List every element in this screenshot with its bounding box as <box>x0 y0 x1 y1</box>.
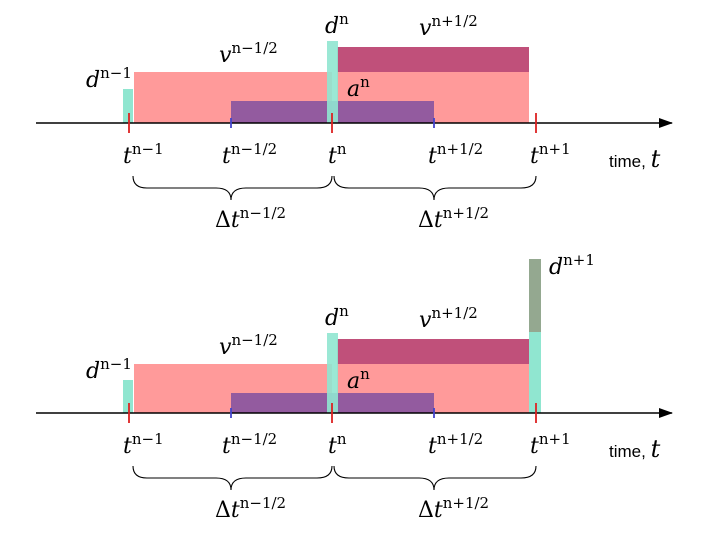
interval-label-prev: Δtn−1/2 <box>215 204 286 233</box>
label-v-prev: vn−1/2 <box>219 331 278 360</box>
disp-cur-bar <box>327 333 338 413</box>
tick-label-n-minus-1: tn−1 <box>123 140 164 169</box>
label-d-cur: dn <box>325 302 349 331</box>
panel-1: dn−1 dn vn−1/2 vn+1/2 an tn−1 tn−1/2 tn … <box>36 10 673 233</box>
tick-label-n: tn <box>328 140 347 169</box>
label-d-prev: dn−1 <box>86 64 132 93</box>
label-v-prev: vn−1/2 <box>219 39 278 68</box>
tick-label-n-minus-half: tn−1/2 <box>222 140 277 169</box>
tick-label-n-minus-half: tn−1/2 <box>222 430 277 459</box>
brace-interval-next <box>333 175 537 201</box>
axis-label-time: time, t <box>609 145 661 173</box>
disp-next-bar <box>529 259 541 332</box>
panel-2: dn−1 dn dn+1 vn−1/2 vn+1/2 an tn−1 tn−1/… <box>36 251 673 523</box>
tick-label-n-plus-1: tn+1 <box>530 430 571 459</box>
brace-interval-next <box>333 465 537 491</box>
label-v-next: vn+1/2 <box>419 12 478 41</box>
tick-label-n-plus-half: tn+1/2 <box>428 140 483 169</box>
label-a-cur: an <box>347 73 370 102</box>
axis-label-time: time, t <box>609 435 661 463</box>
tick-label-n: tn <box>328 430 347 459</box>
disp-prev-bar <box>123 380 133 413</box>
label-d-prev: dn−1 <box>86 355 132 384</box>
label-d-next: dn+1 <box>549 251 595 280</box>
interval-label-prev: Δtn−1/2 <box>215 494 286 523</box>
tick-label-n-plus-half: tn+1/2 <box>428 430 483 459</box>
label-d-cur: dn <box>325 10 349 39</box>
tick-label-n-minus-1: tn−1 <box>123 430 164 459</box>
interval-label-next: Δtn+1/2 <box>418 494 489 523</box>
velocity-next-bar <box>337 339 529 364</box>
tick-label-n-plus-1: tn+1 <box>530 140 571 169</box>
disp-prev-bar <box>123 89 133 123</box>
label-v-next: vn+1/2 <box>419 304 478 333</box>
label-a-cur: an <box>347 365 370 394</box>
velocity-next-bar <box>337 47 529 72</box>
brace-interval-prev <box>132 465 333 491</box>
brace-interval-prev <box>132 175 333 201</box>
disp-cur-bar <box>327 41 338 123</box>
disp-next-bar-lower <box>529 332 541 413</box>
interval-label-next: Δtn+1/2 <box>418 204 489 233</box>
